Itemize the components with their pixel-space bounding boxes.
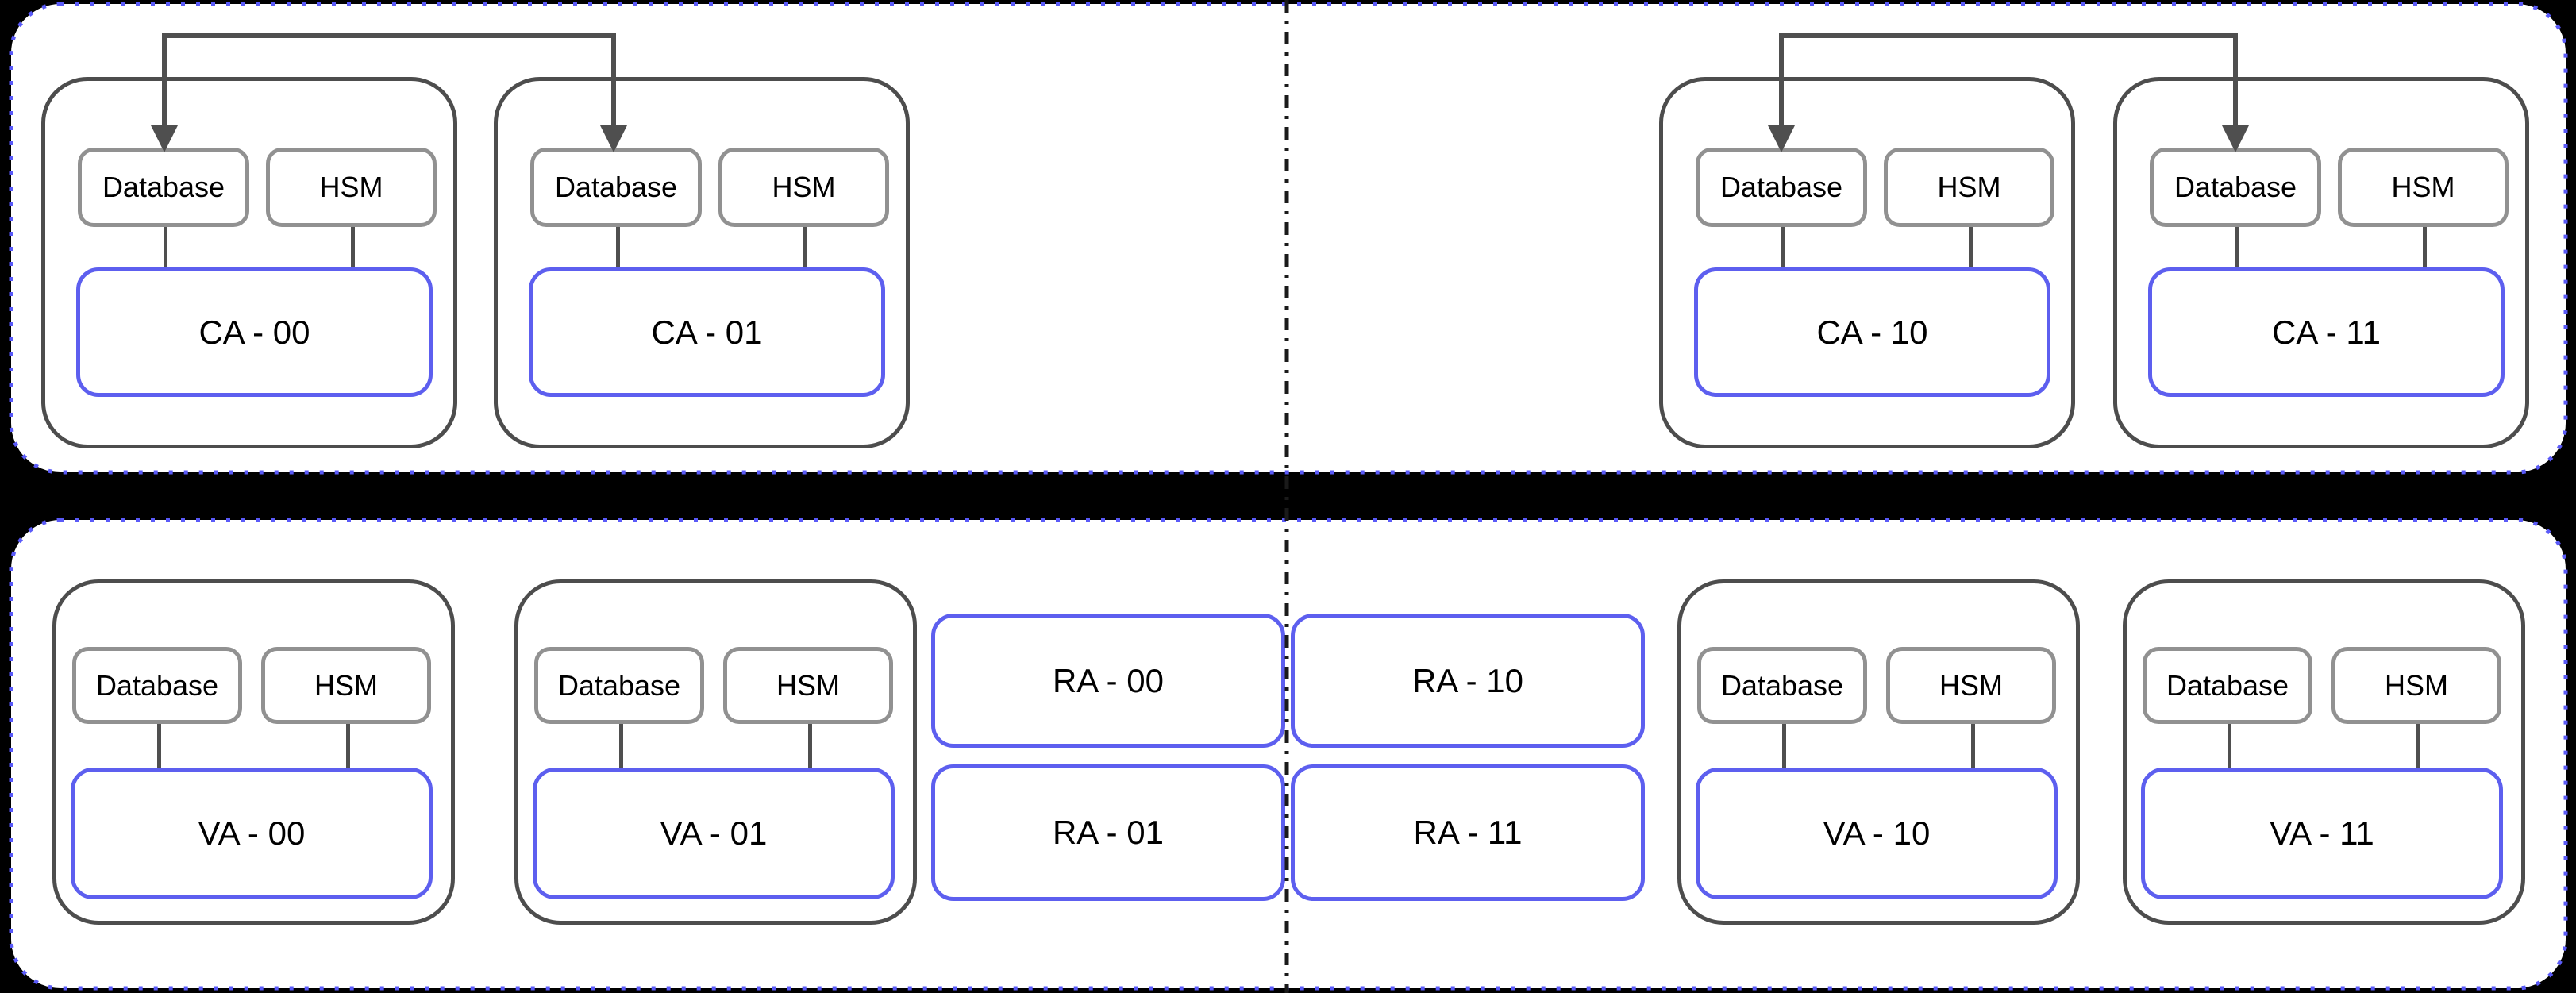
ca-node: CA - 00 xyxy=(76,267,433,397)
database-to-node-connector xyxy=(1781,227,1785,267)
hsm-label: HSM xyxy=(1937,171,2001,203)
database-to-node-connector xyxy=(164,227,167,267)
ra-node-label: RA - 11 xyxy=(1413,814,1523,851)
ra-node-ra-00: RA - 00 xyxy=(931,614,1285,748)
hsm-to-node-connector xyxy=(2423,227,2427,267)
database-to-node-connector xyxy=(157,724,161,768)
ca-node: CA - 01 xyxy=(529,267,885,397)
hsm-to-node-connector xyxy=(351,227,355,267)
database-box: Database xyxy=(72,647,242,724)
ca-node-label: CA - 00 xyxy=(198,313,310,351)
database-box: Database xyxy=(2150,148,2321,227)
database-to-node-connector xyxy=(619,724,623,768)
va-node-label: VA - 01 xyxy=(660,814,768,852)
va-node: VA - 11 xyxy=(2141,768,2503,899)
hsm-to-node-connector xyxy=(808,724,812,768)
ra-node-label: RA - 10 xyxy=(1411,661,1524,699)
ra-node-ra-11: RA - 11 xyxy=(1291,764,1645,901)
ra-node-ra-10: RA - 10 xyxy=(1291,614,1645,748)
database-label: Database xyxy=(2174,171,2297,203)
va-node: VA - 10 xyxy=(1696,768,2058,899)
hsm-box: HSM xyxy=(718,148,889,227)
hsm-label: HSM xyxy=(1939,668,2003,702)
hsm-label: HSM xyxy=(776,668,840,702)
hsm-label: HSM xyxy=(2391,171,2455,203)
hsm-to-node-connector xyxy=(1971,724,1975,768)
va-node: VA - 01 xyxy=(533,768,895,899)
hsm-box: HSM xyxy=(261,647,431,724)
database-label: Database xyxy=(1720,668,1844,702)
database-box: Database xyxy=(1696,148,1867,227)
va-node-label: VA - 00 xyxy=(198,814,306,852)
ca-node-label: CA - 10 xyxy=(1816,313,1928,351)
group-ca-00: Database HSM CA - 00 xyxy=(41,77,457,448)
database-label: Database xyxy=(1719,171,1843,203)
database-label: Database xyxy=(554,171,678,203)
ra-node-ra-01: RA - 01 xyxy=(931,764,1285,901)
database-box: Database xyxy=(534,647,704,724)
va-node-label: VA - 10 xyxy=(1823,814,1931,852)
ra-node-label: RA - 01 xyxy=(1052,814,1165,851)
ca-node-label: CA - 01 xyxy=(651,313,763,351)
va-node: VA - 00 xyxy=(71,768,433,899)
group-ca-01: Database HSM CA - 01 xyxy=(494,77,910,448)
group-va-01: Database HSM VA - 01 xyxy=(514,579,917,925)
ra-node-label: RA - 00 xyxy=(1052,661,1165,699)
hsm-box: HSM xyxy=(266,148,437,227)
hsm-box: HSM xyxy=(1884,148,2054,227)
hsm-label: HSM xyxy=(319,171,383,203)
hsm-to-node-connector xyxy=(346,724,350,768)
database-box: Database xyxy=(78,148,249,227)
database-to-node-connector xyxy=(1782,724,1786,768)
group-va-00: Database HSM VA - 00 xyxy=(52,579,455,925)
hsm-label: HSM xyxy=(772,171,836,203)
database-box: Database xyxy=(2143,647,2312,724)
hsm-box: HSM xyxy=(723,647,893,724)
database-label: Database xyxy=(557,668,681,702)
hsm-box: HSM xyxy=(2331,647,2501,724)
ca-node: CA - 10 xyxy=(1694,267,2050,397)
hsm-box: HSM xyxy=(2338,148,2509,227)
database-label: Database xyxy=(2166,668,2289,702)
database-label: Database xyxy=(95,668,219,702)
hsm-to-node-connector xyxy=(803,227,807,267)
hsm-to-node-connector xyxy=(2416,724,2420,768)
va-node-label: VA - 11 xyxy=(2270,814,2374,852)
database-to-node-connector xyxy=(2228,724,2231,768)
ca-node-label: CA - 11 xyxy=(2272,313,2381,351)
database-box: Database xyxy=(1697,647,1867,724)
database-to-node-connector xyxy=(616,227,620,267)
database-label: Database xyxy=(102,171,225,203)
group-va-10: Database HSM VA - 10 xyxy=(1677,579,2080,925)
group-ca-10: Database HSM CA - 10 xyxy=(1659,77,2075,448)
group-ca-11: Database HSM CA - 11 xyxy=(2113,77,2529,448)
hsm-label: HSM xyxy=(2385,668,2448,702)
hsm-to-node-connector xyxy=(1969,227,1973,267)
ca-node: CA - 11 xyxy=(2148,267,2505,397)
group-va-11: Database HSM VA - 11 xyxy=(2123,579,2525,925)
database-box: Database xyxy=(530,148,702,227)
database-to-node-connector xyxy=(2235,227,2239,267)
hsm-label: HSM xyxy=(314,668,378,702)
hsm-box: HSM xyxy=(1886,647,2056,724)
